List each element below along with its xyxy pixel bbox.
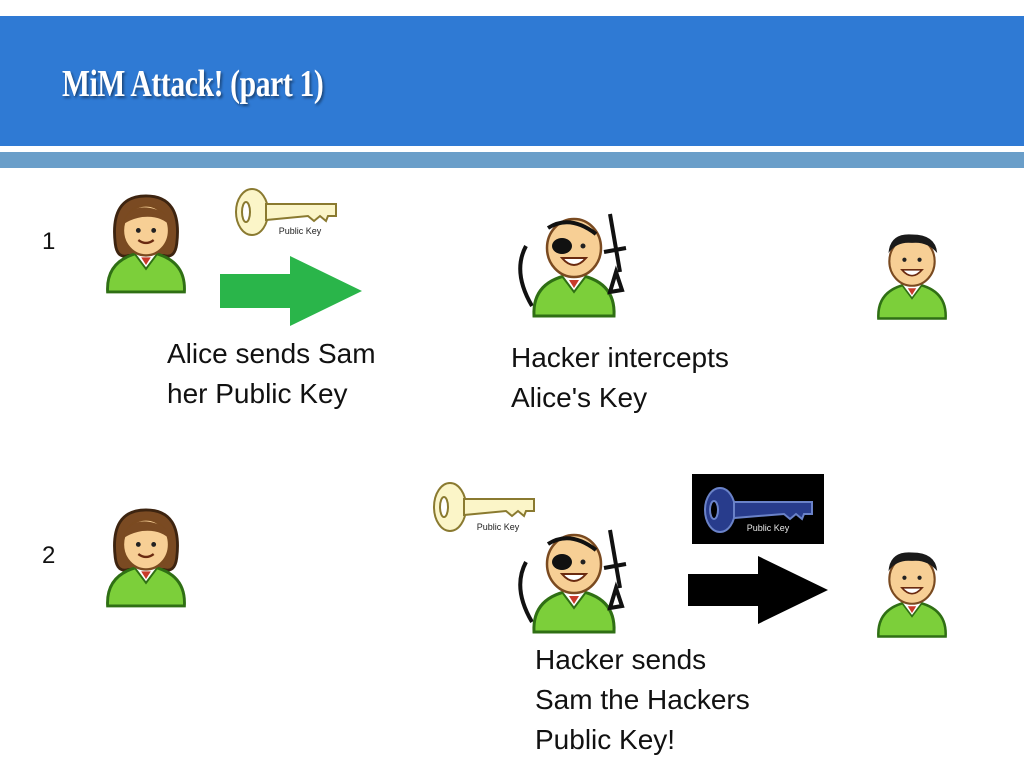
slide-title: MiM Attack! (part 1)	[62, 63, 324, 105]
caption-alice-sends: Alice sends Sam her Public Key	[167, 334, 376, 414]
caption-line: Hacker intercepts	[511, 342, 729, 373]
hacker-key-label: Public Key	[747, 523, 790, 533]
caption-line: Alice sends Sam	[167, 338, 376, 369]
caption-line: Sam the Hackers	[535, 684, 750, 715]
public-key-label: Public Key	[279, 226, 322, 236]
public-key-icon-step2: Public Key	[433, 482, 535, 532]
caption-hacker-sends: Hacker sends Sam the Hackers Public Key!	[535, 640, 750, 760]
step-number-1: 1	[42, 228, 56, 255]
send-arrow-icon	[220, 256, 362, 326]
hacker-avatar-icon	[518, 529, 627, 634]
hacker-avatar-icon	[518, 213, 627, 318]
caption-line: her Public Key	[167, 378, 348, 409]
caption-line: Public Key!	[535, 724, 676, 755]
hacker-send-arrow-icon	[688, 556, 828, 624]
hacker-public-key-icon: Public Key	[692, 474, 824, 544]
sam-avatar-icon	[877, 552, 947, 638]
caption-line: Alice's Key	[511, 382, 648, 413]
header-top-margin	[0, 0, 1024, 16]
alice-avatar-icon	[106, 508, 186, 608]
header-background	[0, 16, 1024, 146]
public-key-label: Public Key	[477, 522, 520, 532]
header-band	[0, 0, 1024, 148]
sam-avatar-icon	[877, 234, 947, 320]
caption-line: Hacker sends	[535, 644, 707, 675]
alice-avatar-icon	[106, 194, 186, 294]
caption-hacker-intercepts: Hacker intercepts Alice's Key	[511, 338, 729, 418]
step-number-2: 2	[42, 542, 56, 569]
public-key-icon-step1: Public Key	[235, 188, 337, 236]
header-stripe	[0, 152, 1024, 168]
